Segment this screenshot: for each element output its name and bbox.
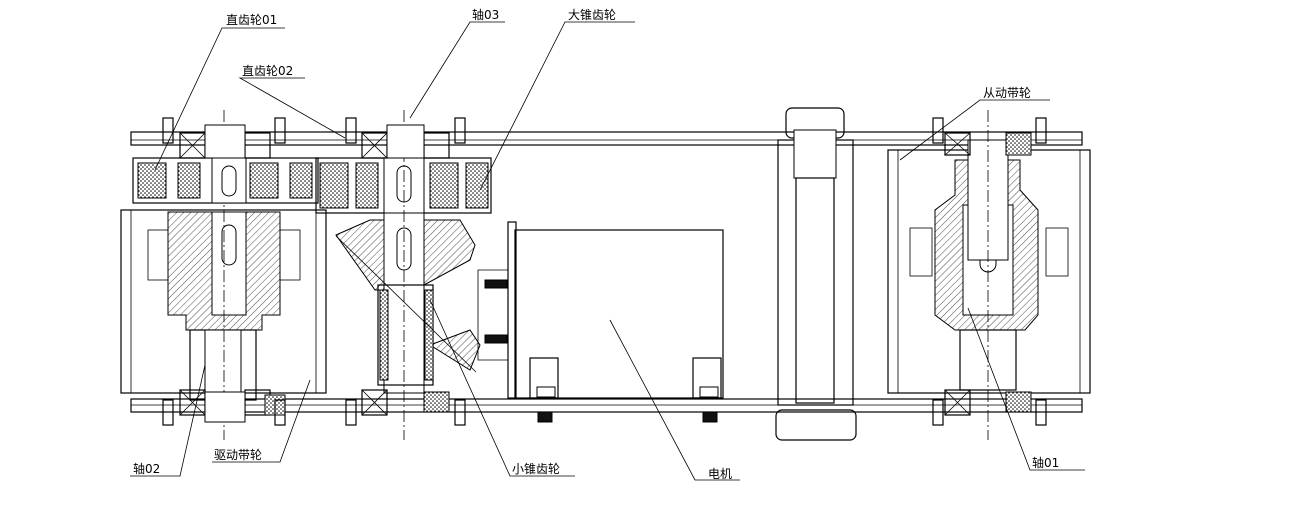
bottom-plate (130, 398, 1083, 413)
label-shaft-02: 轴02 (133, 461, 160, 476)
left-assembly (120, 110, 327, 440)
top-plate (130, 131, 1083, 146)
label-spur-gear-01: 直齿轮01 (226, 13, 277, 27)
label-shaft-01: 轴01 (1032, 455, 1059, 470)
frame (130, 131, 1083, 413)
middle-assembly (315, 110, 492, 440)
label-spur-gear-02: 直齿轮02 (242, 64, 293, 78)
right-assembly (887, 110, 1091, 440)
label-drive-pulley: 驱动带轮 (214, 448, 262, 462)
label-shaft-03: 轴03 (472, 7, 499, 22)
label-driven-pulley: 从动带轮 (983, 86, 1031, 100)
leaders (130, 21, 1085, 481)
label-large-bevel-gear: 大锥齿轮 (568, 8, 616, 22)
motor-body (477, 221, 724, 423)
label-small-bevel-gear: 小锥齿轮 (512, 462, 560, 476)
label-motor: 电机 (708, 467, 732, 481)
labels: 直齿轮01 直齿轮02 轴03 大锥齿轮 从动带轮 轴02 驱动带轮 小锥齿轮 … (133, 7, 1059, 481)
tension-column (775, 107, 857, 441)
